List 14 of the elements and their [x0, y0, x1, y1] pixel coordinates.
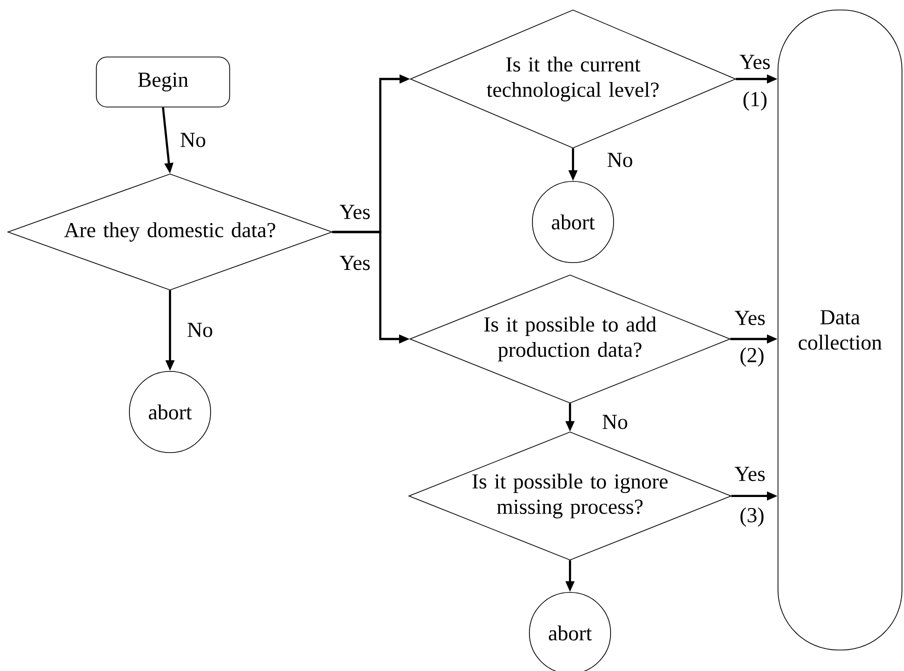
edge-label: Yes [740, 54, 770, 70]
edge-label: Yes [340, 204, 370, 220]
branch-number: (2) [740, 347, 764, 367]
start-box: Begin [96, 56, 230, 108]
edge-label: Yes [734, 466, 765, 482]
edge-label: Yes [734, 310, 765, 326]
edge-label: No [188, 322, 212, 338]
branch-number: (1) [744, 91, 766, 111]
edge-label: Yes [340, 256, 370, 270]
edge-label: No [602, 414, 628, 430]
branch-number: (3) [740, 507, 764, 527]
edge-label: No [608, 152, 632, 168]
terminal-box: Data collection [778, 10, 902, 650]
edge-label: No [180, 132, 206, 148]
